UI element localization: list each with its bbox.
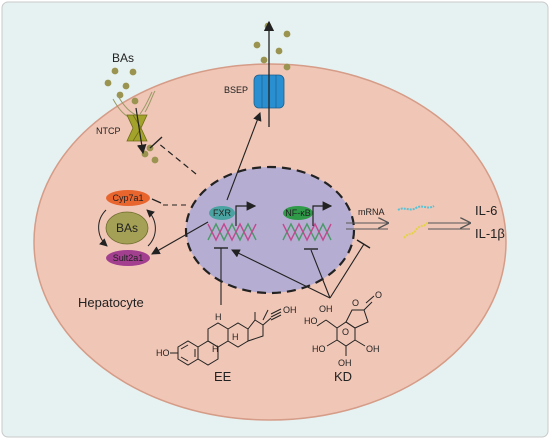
sult2a1-label: Sult2a1 bbox=[113, 253, 144, 263]
kd-oh-b: OH bbox=[366, 344, 380, 354]
ntcp-inhibition-line bbox=[157, 142, 197, 175]
ee-molecule-structure bbox=[170, 308, 282, 366]
kd-ho-a: HO bbox=[304, 316, 318, 326]
ntcp-influx-arrow bbox=[135, 107, 147, 155]
bile-acid-dot-icon bbox=[283, 30, 291, 38]
hepatocyte-label: Hepatocyte bbox=[78, 295, 144, 310]
ee-h-c: H bbox=[212, 344, 219, 354]
kd-label: KD bbox=[334, 369, 352, 384]
kd-o-carbonyl: O bbox=[375, 290, 382, 300]
bile-acid-dot-icon bbox=[131, 97, 139, 105]
ee-label: EE bbox=[214, 369, 232, 384]
fxr-to-bsep-arrow bbox=[226, 111, 262, 201]
bile-acid-dot-icon bbox=[104, 79, 112, 87]
il6-label: IL-6 bbox=[475, 203, 497, 218]
bas-center-label: BAs bbox=[116, 221, 138, 235]
fxr-transcription-arrow bbox=[235, 201, 257, 226]
fxr-pill bbox=[209, 206, 235, 220]
bile-acid-dot-icon bbox=[122, 82, 130, 90]
kd-o-ring2: O bbox=[352, 298, 359, 308]
bile-acid-dot-icon bbox=[264, 22, 272, 30]
il1b-label: IL-1β bbox=[475, 226, 505, 241]
fxr-to-sult2a1-arrow bbox=[151, 221, 209, 255]
cyp7a1-label: Cyp7a1 bbox=[112, 193, 143, 203]
kd-to-nfkb-inhibition-line bbox=[310, 249, 331, 299]
cyp7a1-pill bbox=[106, 190, 150, 206]
mrna-strand-icon bbox=[397, 205, 435, 211]
bas-top-label: BAs bbox=[112, 51, 134, 65]
ee-oh-top: OH bbox=[283, 305, 297, 315]
bas-center-node bbox=[105, 211, 149, 245]
bile-acid-dot-icon bbox=[111, 67, 119, 75]
ee-h-b: H bbox=[232, 332, 239, 342]
fxr-label: FXR bbox=[213, 208, 232, 218]
ntcp-transporter-icon bbox=[126, 114, 148, 142]
conversion-arrow-left bbox=[98, 209, 108, 247]
nfkb-pill bbox=[283, 206, 313, 220]
kd-molecule-structure bbox=[316, 295, 375, 356]
bile-acid-dot-icon bbox=[260, 56, 268, 64]
mrna-strand-icon bbox=[403, 221, 429, 239]
bile-acid-dot-icon bbox=[129, 68, 137, 76]
conversion-arrow-right bbox=[146, 209, 156, 247]
dna-helix-icon bbox=[207, 222, 257, 242]
mrna-label: mRNA bbox=[358, 207, 385, 217]
kd-to-nucleus-inhibition-line bbox=[329, 243, 365, 299]
kd-oh-a: OH bbox=[338, 358, 352, 368]
kd-oh-c: OH bbox=[319, 304, 333, 314]
bile-acid-dot-icon bbox=[283, 63, 291, 71]
kd-to-fxr-arrow bbox=[231, 249, 331, 299]
bile-acid-dot-icon bbox=[275, 47, 283, 55]
nfkb-transcription-arrow bbox=[312, 201, 333, 226]
bile-acid-dot-icon bbox=[116, 91, 124, 99]
cyp7a1-inhibition-bar bbox=[151, 198, 162, 204]
kd-to-nucleus-inhibition-bar bbox=[356, 239, 371, 249]
ee-h-a: H bbox=[215, 312, 222, 322]
nfkb-label: NF-κB bbox=[285, 208, 311, 218]
dna-helix-icon bbox=[282, 222, 332, 242]
bile-acid-dot-icon bbox=[151, 156, 159, 164]
bsep-label: BSEP bbox=[224, 85, 248, 95]
bile-acid-dot-icon bbox=[253, 41, 261, 49]
ntcp-label: NTCP bbox=[96, 126, 121, 136]
kd-ho-b: HO bbox=[312, 344, 326, 354]
ee-oh-left: HO bbox=[156, 348, 170, 358]
ntcp-inhibition-bar bbox=[149, 136, 163, 149]
kd-o-ring: O bbox=[342, 327, 349, 337]
sult2a1-pill bbox=[106, 250, 150, 266]
